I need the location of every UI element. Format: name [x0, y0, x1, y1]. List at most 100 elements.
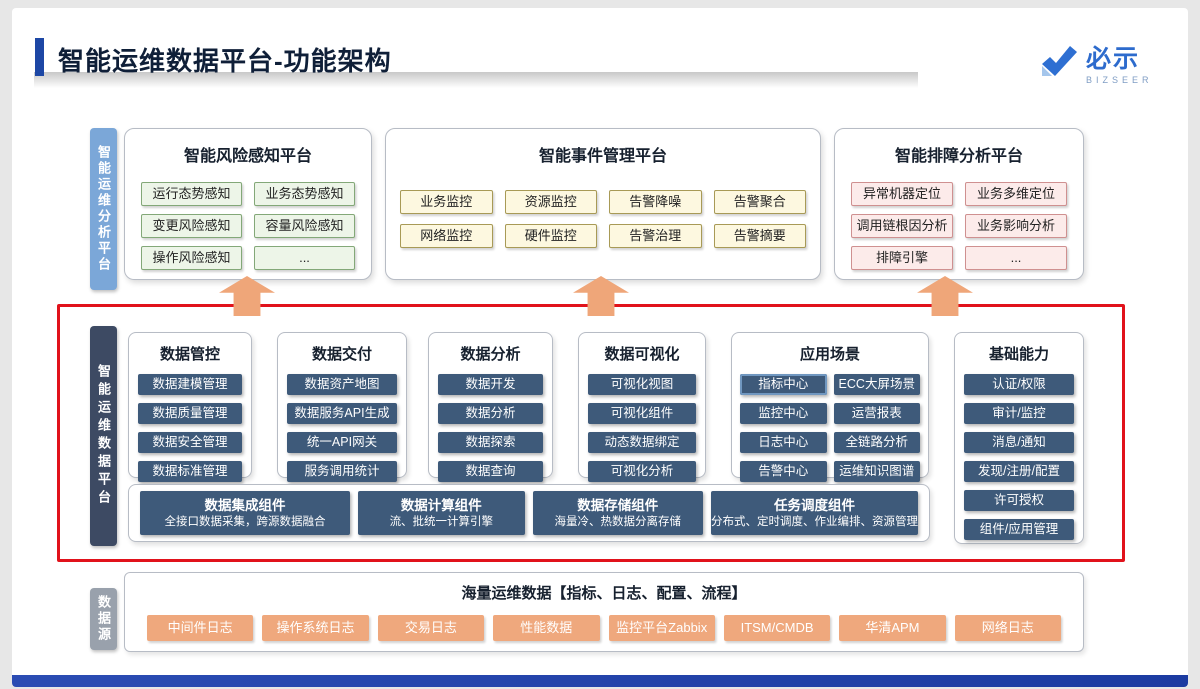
event-item: 告警聚合 [713, 190, 806, 214]
basic-capability-item: 许可授权 [964, 490, 1074, 511]
event-item: 告警降噪 [609, 190, 702, 214]
column-application-scenarios: 应用场景 指标中心 ECC大屏场景 监控中心 运营报表 日志中心 全链路分析 告… [731, 332, 929, 482]
risk-item: 容量风险感知 [254, 214, 355, 238]
risk-item-more: ... [254, 246, 355, 270]
column-data-delivery: 数据交付 数据资产地图 数据服务API生成 统一API网关 服务调用统计 [277, 332, 407, 482]
data-delivery-item: 数据资产地图 [287, 374, 397, 395]
data-source-item: 性能数据 [493, 615, 600, 641]
column-items: 数据开发 数据分析 数据探索 数据查询 [429, 374, 552, 482]
basic-capability-item: 认证/权限 [964, 374, 1074, 395]
risk-perception-group: 智能风险感知平台 运行态势感知 业务态势感知 变更风险感知 容量风险感知 操作风… [124, 128, 372, 280]
data-visualization-item: 可视化分析 [588, 461, 696, 482]
side-label-analysis-platform: 智能运维分析平台 [90, 128, 117, 290]
group-title-event: 智能事件管理平台 [538, 148, 667, 165]
group-title-troubleshoot: 智能排障分析平台 [894, 148, 1023, 165]
data-integration-component: 数据集成组件 全接口数据采集，跨源数据融合 [140, 491, 351, 535]
troubleshoot-item: 排障引擎 [851, 246, 953, 270]
data-source-item: 中间件日志 [147, 615, 254, 641]
troubleshooting-analysis-group: 智能排障分析平台 异常机器定位 业务多维定位 调用链根因分析 业务影响分析 排障… [834, 128, 1084, 280]
basic-capability-item: 组件/应用管理 [964, 519, 1074, 540]
column-title: 应用场景 [799, 346, 860, 363]
brand-name: 必示 [1086, 45, 1141, 73]
column-title: 数据可视化 [604, 346, 680, 363]
data-source-item: 华清APM [839, 615, 946, 641]
data-governance-item: 数据标准管理 [138, 461, 242, 482]
column-title: 基础能力 [988, 346, 1049, 363]
data-source-item: 操作系统日志 [262, 615, 369, 641]
component-title: 数据集成组件 [204, 497, 286, 513]
event-item: 网络监控 [400, 224, 493, 248]
bizseer-logo-icon [1042, 46, 1077, 76]
risk-items: 运行态势感知 业务态势感知 变更风险感知 容量风险感知 操作风险感知 ... [125, 182, 371, 270]
application-scenario-item: 监控中心 [740, 403, 827, 424]
component-title: 数据计算组件 [400, 497, 482, 513]
application-scenario-item: 全链路分析 [833, 432, 920, 453]
data-visualization-item: 动态数据绑定 [588, 432, 696, 453]
event-management-group: 智能事件管理平台 业务监控 资源监控 告警降噪 告警聚合 网络监控 硬件监控 告… [385, 128, 821, 280]
data-governance-item: 数据安全管理 [138, 432, 242, 453]
event-item: 告警摘要 [713, 224, 806, 248]
data-delivery-item: 统一API网关 [287, 432, 397, 453]
component-desc: 全接口数据采集，跨源数据融合 [164, 515, 326, 528]
data-source-items: 中间件日志 操作系统日志 交易日志 性能数据 监控平台Zabbix ITSM/C… [125, 603, 1083, 641]
column-basic-capabilities: 基础能力 认证/权限 审计/监控 消息/通知 发现/注册/配置 许可授权 组件/… [954, 332, 1084, 544]
event-item: 资源监控 [504, 190, 597, 214]
side-label-data-source: 数据源 [90, 588, 117, 650]
application-scenario-item: 告警中心 [740, 461, 827, 482]
data-analysis-item: 数据查询 [438, 461, 543, 482]
data-source-item: 网络日志 [954, 615, 1061, 641]
data-computing-component: 数据计算组件 流、批统一计算引擎 [358, 491, 525, 535]
risk-item: 操作风险感知 [141, 246, 242, 270]
basic-capability-item: 审计/监控 [964, 403, 1074, 424]
data-source-item: 监控平台Zabbix [608, 615, 715, 641]
column-title: 数据管控 [159, 346, 220, 363]
title-accent-bar [35, 38, 44, 76]
event-item: 业务监控 [400, 190, 493, 214]
event-item: 告警治理 [609, 224, 702, 248]
column-items: 可视化视图 可视化组件 动态数据绑定 可视化分析 [579, 374, 705, 482]
data-storage-component: 数据存储组件 海量冷、热数据分离存储 [532, 491, 703, 535]
troubleshoot-item: 异常机器定位 [851, 182, 953, 206]
data-visualization-item: 可视化视图 [588, 374, 696, 395]
application-scenario-item: 运营报表 [833, 403, 920, 424]
event-item: 硬件监控 [504, 224, 597, 248]
component-title: 数据存储组件 [577, 497, 659, 513]
component-desc: 分布式、定时调度、作业编排、资源管理 [711, 515, 918, 528]
troubleshoot-item-more: ... [965, 246, 1067, 270]
application-scenario-item: 指标中心 [740, 374, 827, 395]
application-scenario-item: 日志中心 [740, 432, 827, 453]
task-scheduling-component: 任务调度组件 分布式、定时调度、作业编排、资源管理 [711, 491, 918, 535]
troubleshoot-item: 调用链根因分析 [851, 214, 953, 238]
troubleshoot-items: 异常机器定位 业务多维定位 调用链根因分析 业务影响分析 排障引擎 ... [835, 182, 1083, 270]
risk-item: 变更风险感知 [141, 214, 242, 238]
footer-stripe [12, 675, 1188, 687]
brand-subtext: BIZSEER [1086, 75, 1153, 85]
component-title: 任务调度组件 [774, 497, 855, 513]
column-items: 指标中心 ECC大屏场景 监控中心 运营报表 日志中心 全链路分析 告警中心 运… [732, 374, 928, 482]
data-source-title: 海量运维数据【指标、日志、配置、流程】 [461, 585, 747, 602]
column-items: 数据建模管理 数据质量管理 数据安全管理 数据标准管理 [129, 374, 251, 482]
column-items: 认证/权限 审计/监控 消息/通知 发现/注册/配置 许可授权 组件/应用管理 [955, 374, 1083, 540]
brand-logo: 必示 BIZSEER [1040, 44, 1153, 85]
basic-capability-item: 消息/通知 [964, 432, 1074, 453]
column-title: 数据交付 [311, 346, 372, 363]
group-title-risk: 智能风险感知平台 [183, 148, 312, 165]
application-scenario-item: ECC大屏场景 [833, 374, 920, 395]
data-analysis-item: 数据开发 [438, 374, 543, 395]
risk-item: 业务态势感知 [254, 182, 355, 206]
component-desc: 海量冷、热数据分离存储 [554, 515, 682, 528]
data-visualization-item: 可视化组件 [588, 403, 696, 424]
column-title: 数据分析 [460, 346, 521, 363]
data-analysis-item: 数据分析 [438, 403, 543, 424]
component-desc: 流、批统一计算引擎 [389, 515, 494, 528]
page-title: 智能运维数据平台-功能架构 [58, 46, 392, 76]
column-data-analysis: 数据分析 数据开发 数据分析 数据探索 数据查询 [428, 332, 553, 482]
side-label-data-platform: 智能运维数据平台 [90, 326, 117, 546]
data-delivery-item: 数据服务API生成 [287, 403, 397, 424]
data-delivery-item: 服务调用统计 [287, 461, 397, 482]
data-analysis-item: 数据探索 [438, 432, 543, 453]
data-components-panel: 数据集成组件 全接口数据采集，跨源数据融合 数据计算组件 流、批统一计算引擎 数… [128, 484, 930, 542]
slide: 智能运维数据平台-功能架构 必示 BIZSEER 智能运维分析平台 智能风险感知… [12, 8, 1188, 687]
troubleshoot-item: 业务多维定位 [965, 182, 1067, 206]
column-data-governance: 数据管控 数据建模管理 数据质量管理 数据安全管理 数据标准管理 [128, 332, 252, 482]
